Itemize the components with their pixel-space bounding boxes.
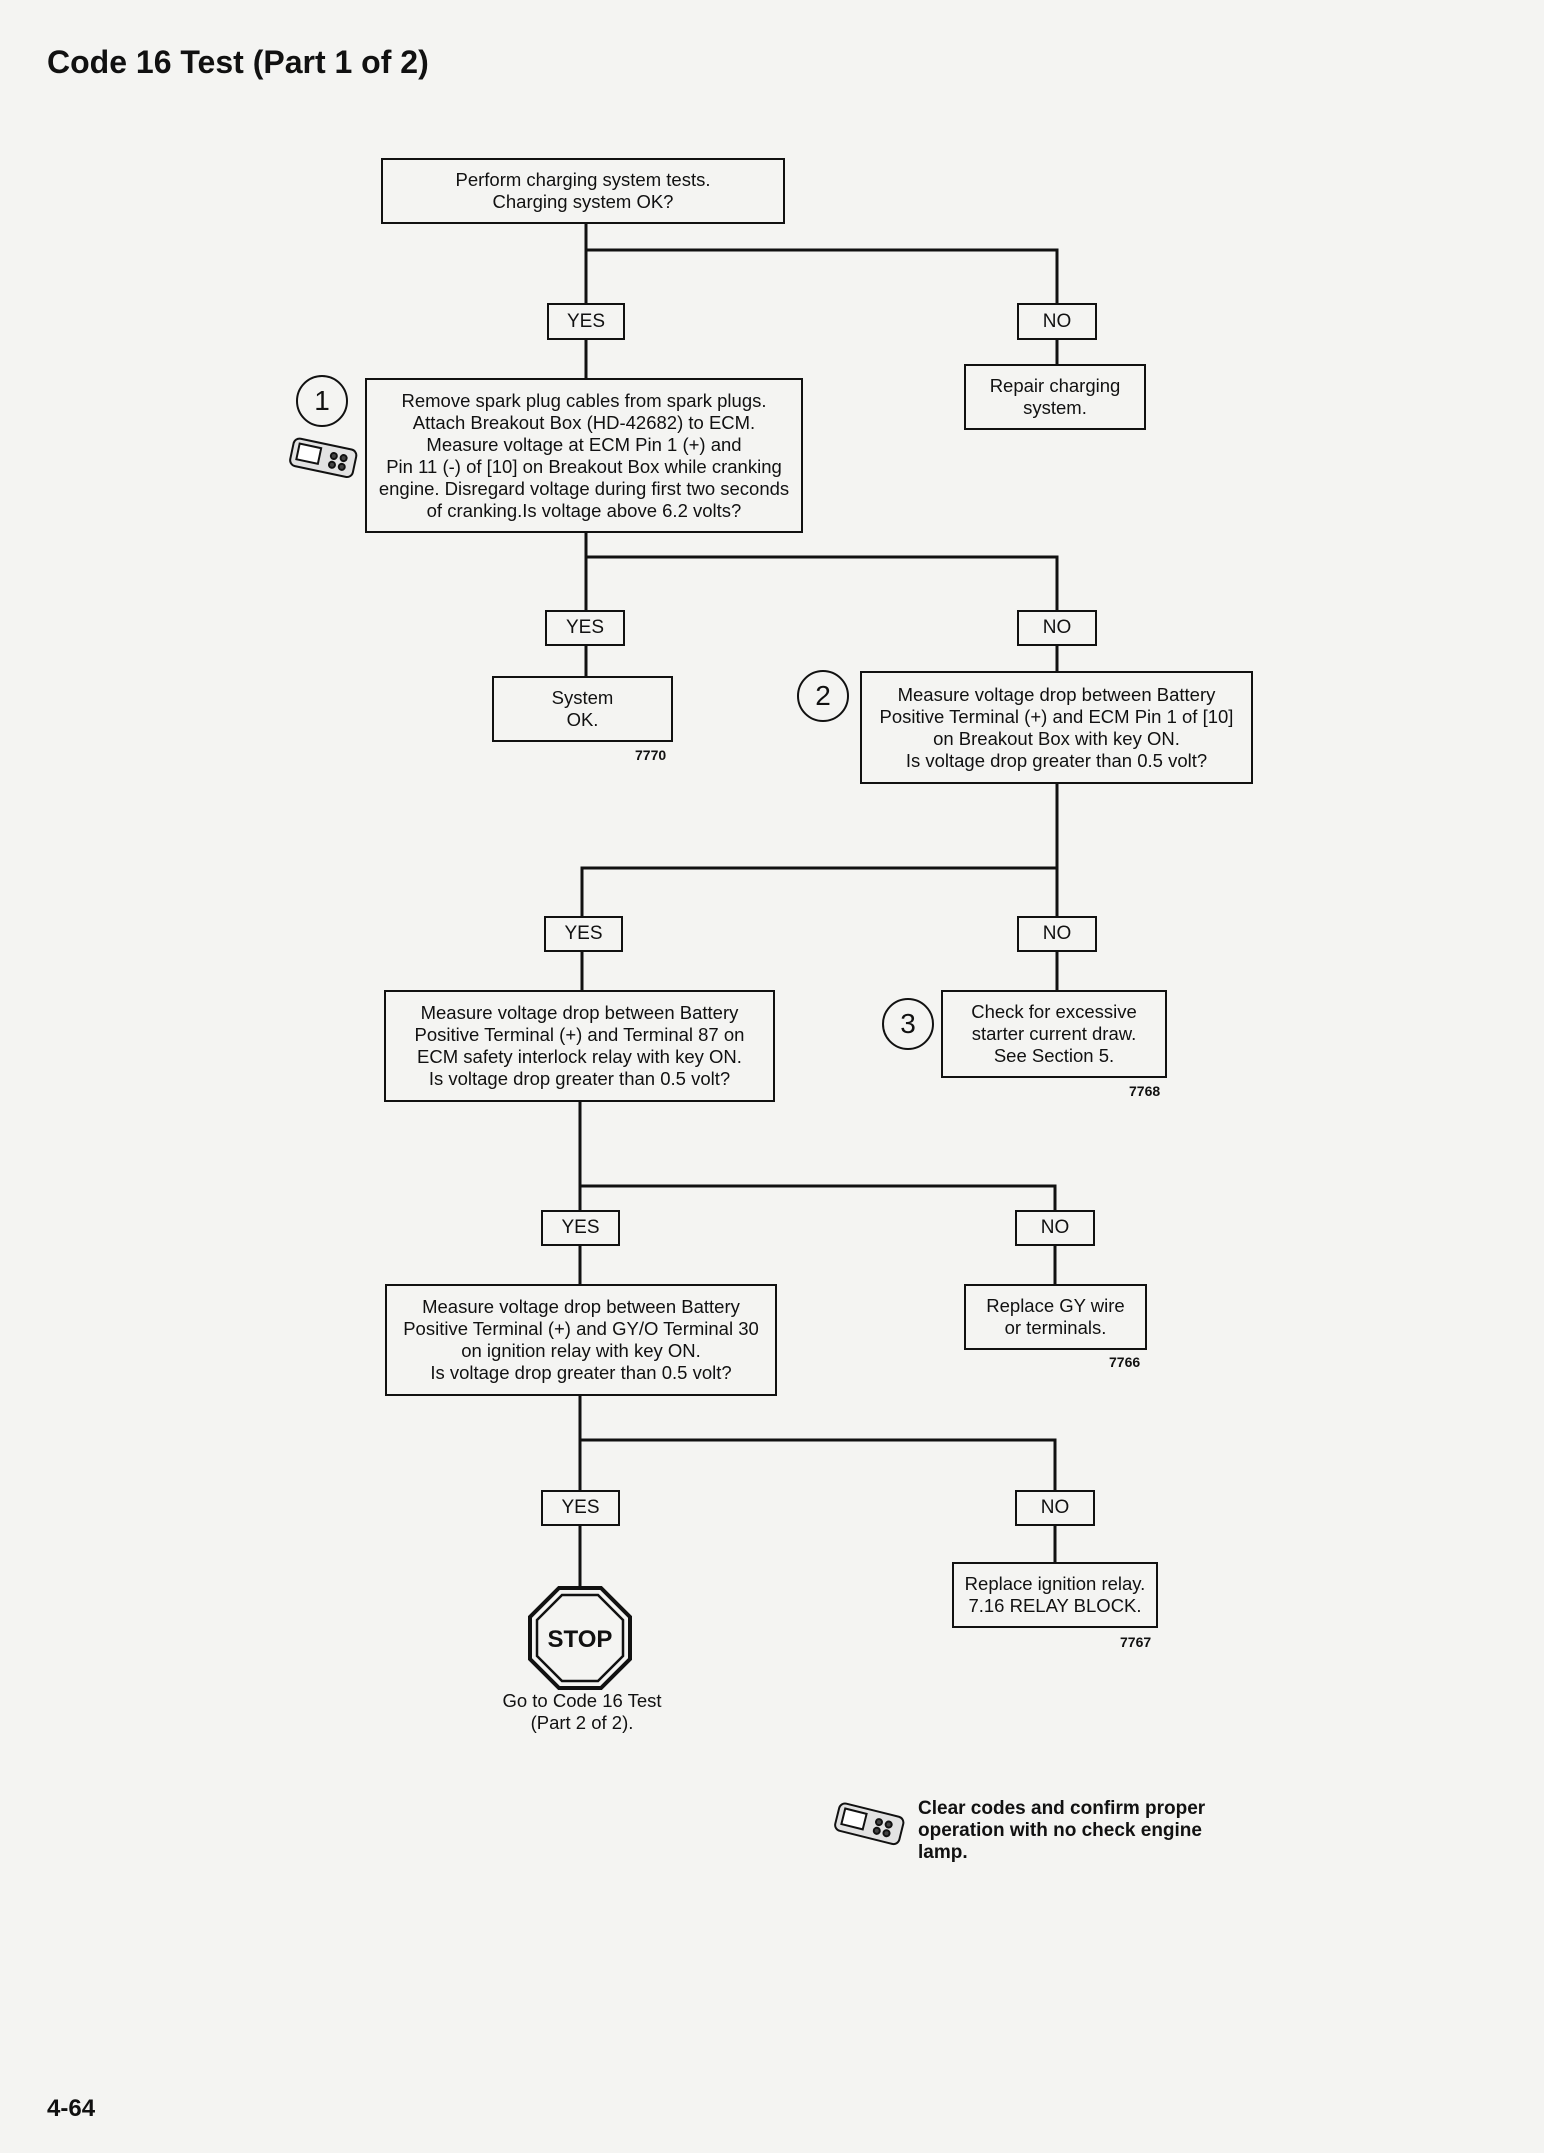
- scan-tool-icon: [834, 1802, 905, 1846]
- footnote-text: Clear codes and confirm proper operation…: [918, 1798, 1206, 1863]
- no-label: NO: [1017, 916, 1097, 952]
- battery-ecm-drop-box: Measure voltage drop between Battery Pos…: [860, 671, 1253, 784]
- yes-label: YES: [544, 916, 623, 952]
- repair-charging-box: Repair charging system.: [964, 364, 1146, 430]
- stop-sign-icon: STOP: [528, 1586, 632, 1690]
- step-1-marker: 1: [296, 375, 348, 427]
- no-label: NO: [1017, 610, 1097, 646]
- terminal-87-drop-box: Measure voltage drop between Battery Pos…: [384, 990, 775, 1102]
- no-label: NO: [1017, 303, 1097, 340]
- no-label: NO: [1015, 1210, 1095, 1246]
- page-number: 4-64: [47, 2095, 96, 2122]
- page-title: Code 16 Test (Part 1 of 2): [47, 44, 429, 80]
- starter-current-box: Check for excessive starter current draw…: [941, 990, 1167, 1078]
- stop-caption: Go to Code 16 Test (Part 2 of 2).: [502, 1690, 662, 1733]
- yes-label: YES: [547, 303, 625, 340]
- replace-gy-wire-box: Replace GY wire or terminals.: [964, 1284, 1147, 1350]
- no-label: NO: [1015, 1490, 1095, 1526]
- figure-number: 7766: [1109, 1354, 1141, 1370]
- digital-multimeter-icon: [289, 437, 358, 479]
- system-ok-box: System OK.: [492, 676, 673, 742]
- step-3-marker: 3: [882, 998, 934, 1050]
- breakout-box-test-box: Remove spark plug cables from spark plug…: [365, 378, 803, 533]
- yes-label: YES: [541, 1490, 620, 1526]
- figure-number: 7767: [1120, 1634, 1152, 1650]
- figure-number: 7768: [1129, 1083, 1161, 1099]
- yes-label: YES: [545, 610, 625, 646]
- charging-system-test-box: Perform charging system tests. Charging …: [381, 158, 785, 224]
- stop-label: STOP: [548, 1626, 613, 1653]
- step-2-marker: 2: [797, 670, 849, 722]
- yes-label: YES: [541, 1210, 620, 1246]
- terminal-30-drop-box: Measure voltage drop between Battery Pos…: [385, 1284, 777, 1396]
- replace-relay-box: Replace ignition relay. 7.16 RELAY BLOCK…: [952, 1562, 1158, 1628]
- figure-number: 7770: [635, 747, 667, 763]
